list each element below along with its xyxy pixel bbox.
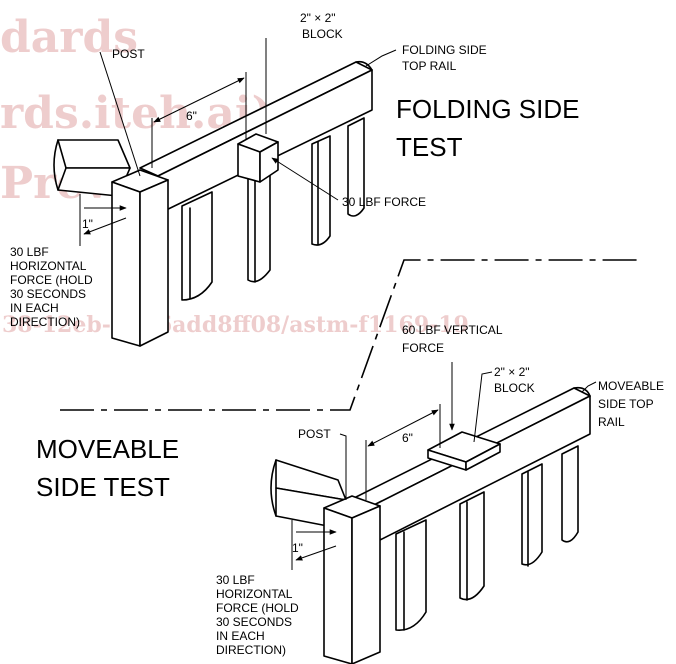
watermark-line-1: dards xyxy=(0,12,138,63)
moveable-left-rail-break xyxy=(270,459,277,517)
folding-spindle-1 xyxy=(181,191,213,301)
moveable-rail-leader xyxy=(581,381,597,393)
folding-force-arrow-2 xyxy=(83,217,127,235)
moveable-post-side xyxy=(351,505,381,664)
moveable-annotations xyxy=(291,362,597,570)
moveable-top-rail-end xyxy=(573,386,591,397)
moveable-block-label-line2: BLOCK xyxy=(494,381,535,395)
folding-offset-label: 6" xyxy=(186,109,197,123)
moveable-vforce-line1: 60 LBF VERTICAL xyxy=(402,323,503,337)
folding-top-rail-end xyxy=(355,60,373,71)
section-separator xyxy=(60,259,640,411)
moveable-spindle-4 xyxy=(561,445,579,543)
moveable-hforce-line6: DIRECTION) xyxy=(216,643,286,657)
folding-left-rail-top xyxy=(57,139,131,169)
moveable-hforce-line1: 30 LBF xyxy=(216,573,255,587)
moveable-block-leader xyxy=(473,371,493,443)
folding-height-label: 1" xyxy=(82,217,93,231)
folding-spindle-4 xyxy=(347,117,365,217)
folding-rail-leader xyxy=(365,49,397,67)
moveable-dim-line xyxy=(367,409,439,447)
moveable-rail-label-line3: RAIL xyxy=(598,415,625,429)
moveable-hforce-line3: FORCE (HOLD xyxy=(216,601,299,615)
folding-spindle-3 xyxy=(311,135,331,246)
folding-hforce-line6: DIRECTION) xyxy=(10,315,80,329)
folding-block-label-line2: BLOCK xyxy=(302,27,343,41)
moveable-side-assembly xyxy=(270,386,591,664)
folding-hforce-line3: FORCE (HOLD xyxy=(10,273,93,287)
moveable-hforce-line2: HORIZONTAL xyxy=(216,587,293,601)
moveable-vforce-line2: FORCE xyxy=(402,341,444,355)
moveable-post-front xyxy=(323,507,353,664)
folding-rail-label-line1: FOLDING SIDE xyxy=(402,43,487,57)
moveable-title-line1: MOVEABLE xyxy=(36,434,179,464)
moveable-hforce-line4: 30 SECONDS xyxy=(216,615,292,629)
folding-title-line2: TEST xyxy=(396,132,463,162)
moveable-rail-label-line2: SIDE TOP xyxy=(598,397,654,411)
moveable-spindle-1 xyxy=(395,519,427,631)
folding-title-line1: FOLDING SIDE xyxy=(396,94,579,124)
folding-post-side xyxy=(139,179,169,347)
folding-block-side xyxy=(259,141,279,183)
folding-block-label-line1: 2" × 2" xyxy=(300,11,336,25)
moveable-hforce-line5: IN EACH xyxy=(216,629,265,643)
folding-hforce-line2: HORIZONTAL xyxy=(10,259,87,273)
moveable-labels: MOVEABLE SIDE TEST 60 LBF VERTICAL FORCE… xyxy=(36,323,664,657)
moveable-post-label: POST xyxy=(298,427,331,441)
folding-spindle-2 xyxy=(247,163,271,283)
folding-side-assembly xyxy=(53,60,373,347)
folding-post-label: POST xyxy=(112,47,145,61)
folding-left-rail-break xyxy=(53,139,59,191)
folding-force-label: 30 LBF FORCE xyxy=(342,195,426,209)
moveable-post-leader xyxy=(339,433,347,500)
folding-rail-label-line2: TOP RAIL xyxy=(402,59,457,73)
moveable-rail-label-line1: MOVEABLE xyxy=(598,379,664,393)
moveable-force-arrow-2 xyxy=(295,545,337,561)
folding-labels: POST 2" × 2" BLOCK FOLDING SIDE TOP RAIL… xyxy=(10,11,579,329)
moveable-block-side xyxy=(465,443,501,471)
moveable-spindle-2 xyxy=(459,491,485,601)
folding-hforce-line5: IN EACH xyxy=(10,301,59,315)
watermark-line-4: 38-12eb-54d6add8ff08/astm-f1169-19 xyxy=(2,312,469,338)
folding-annotations xyxy=(79,38,397,246)
folding-post-leader xyxy=(99,51,141,177)
moveable-title-line2: SIDE TEST xyxy=(36,472,170,502)
folding-post-front xyxy=(111,181,141,347)
moveable-spindle-3 xyxy=(521,463,543,566)
folding-hforce-line1: 30 LBF xyxy=(10,245,49,259)
moveable-block-label-line1: 2" × 2" xyxy=(494,365,530,379)
moveable-offset-label: 6" xyxy=(402,431,413,445)
moveable-height-label: 1" xyxy=(292,541,303,555)
folding-dim-line xyxy=(153,77,245,123)
folding-hforce-line4: 30 SECONDS xyxy=(10,287,86,301)
folding-force-arrow xyxy=(271,157,339,201)
